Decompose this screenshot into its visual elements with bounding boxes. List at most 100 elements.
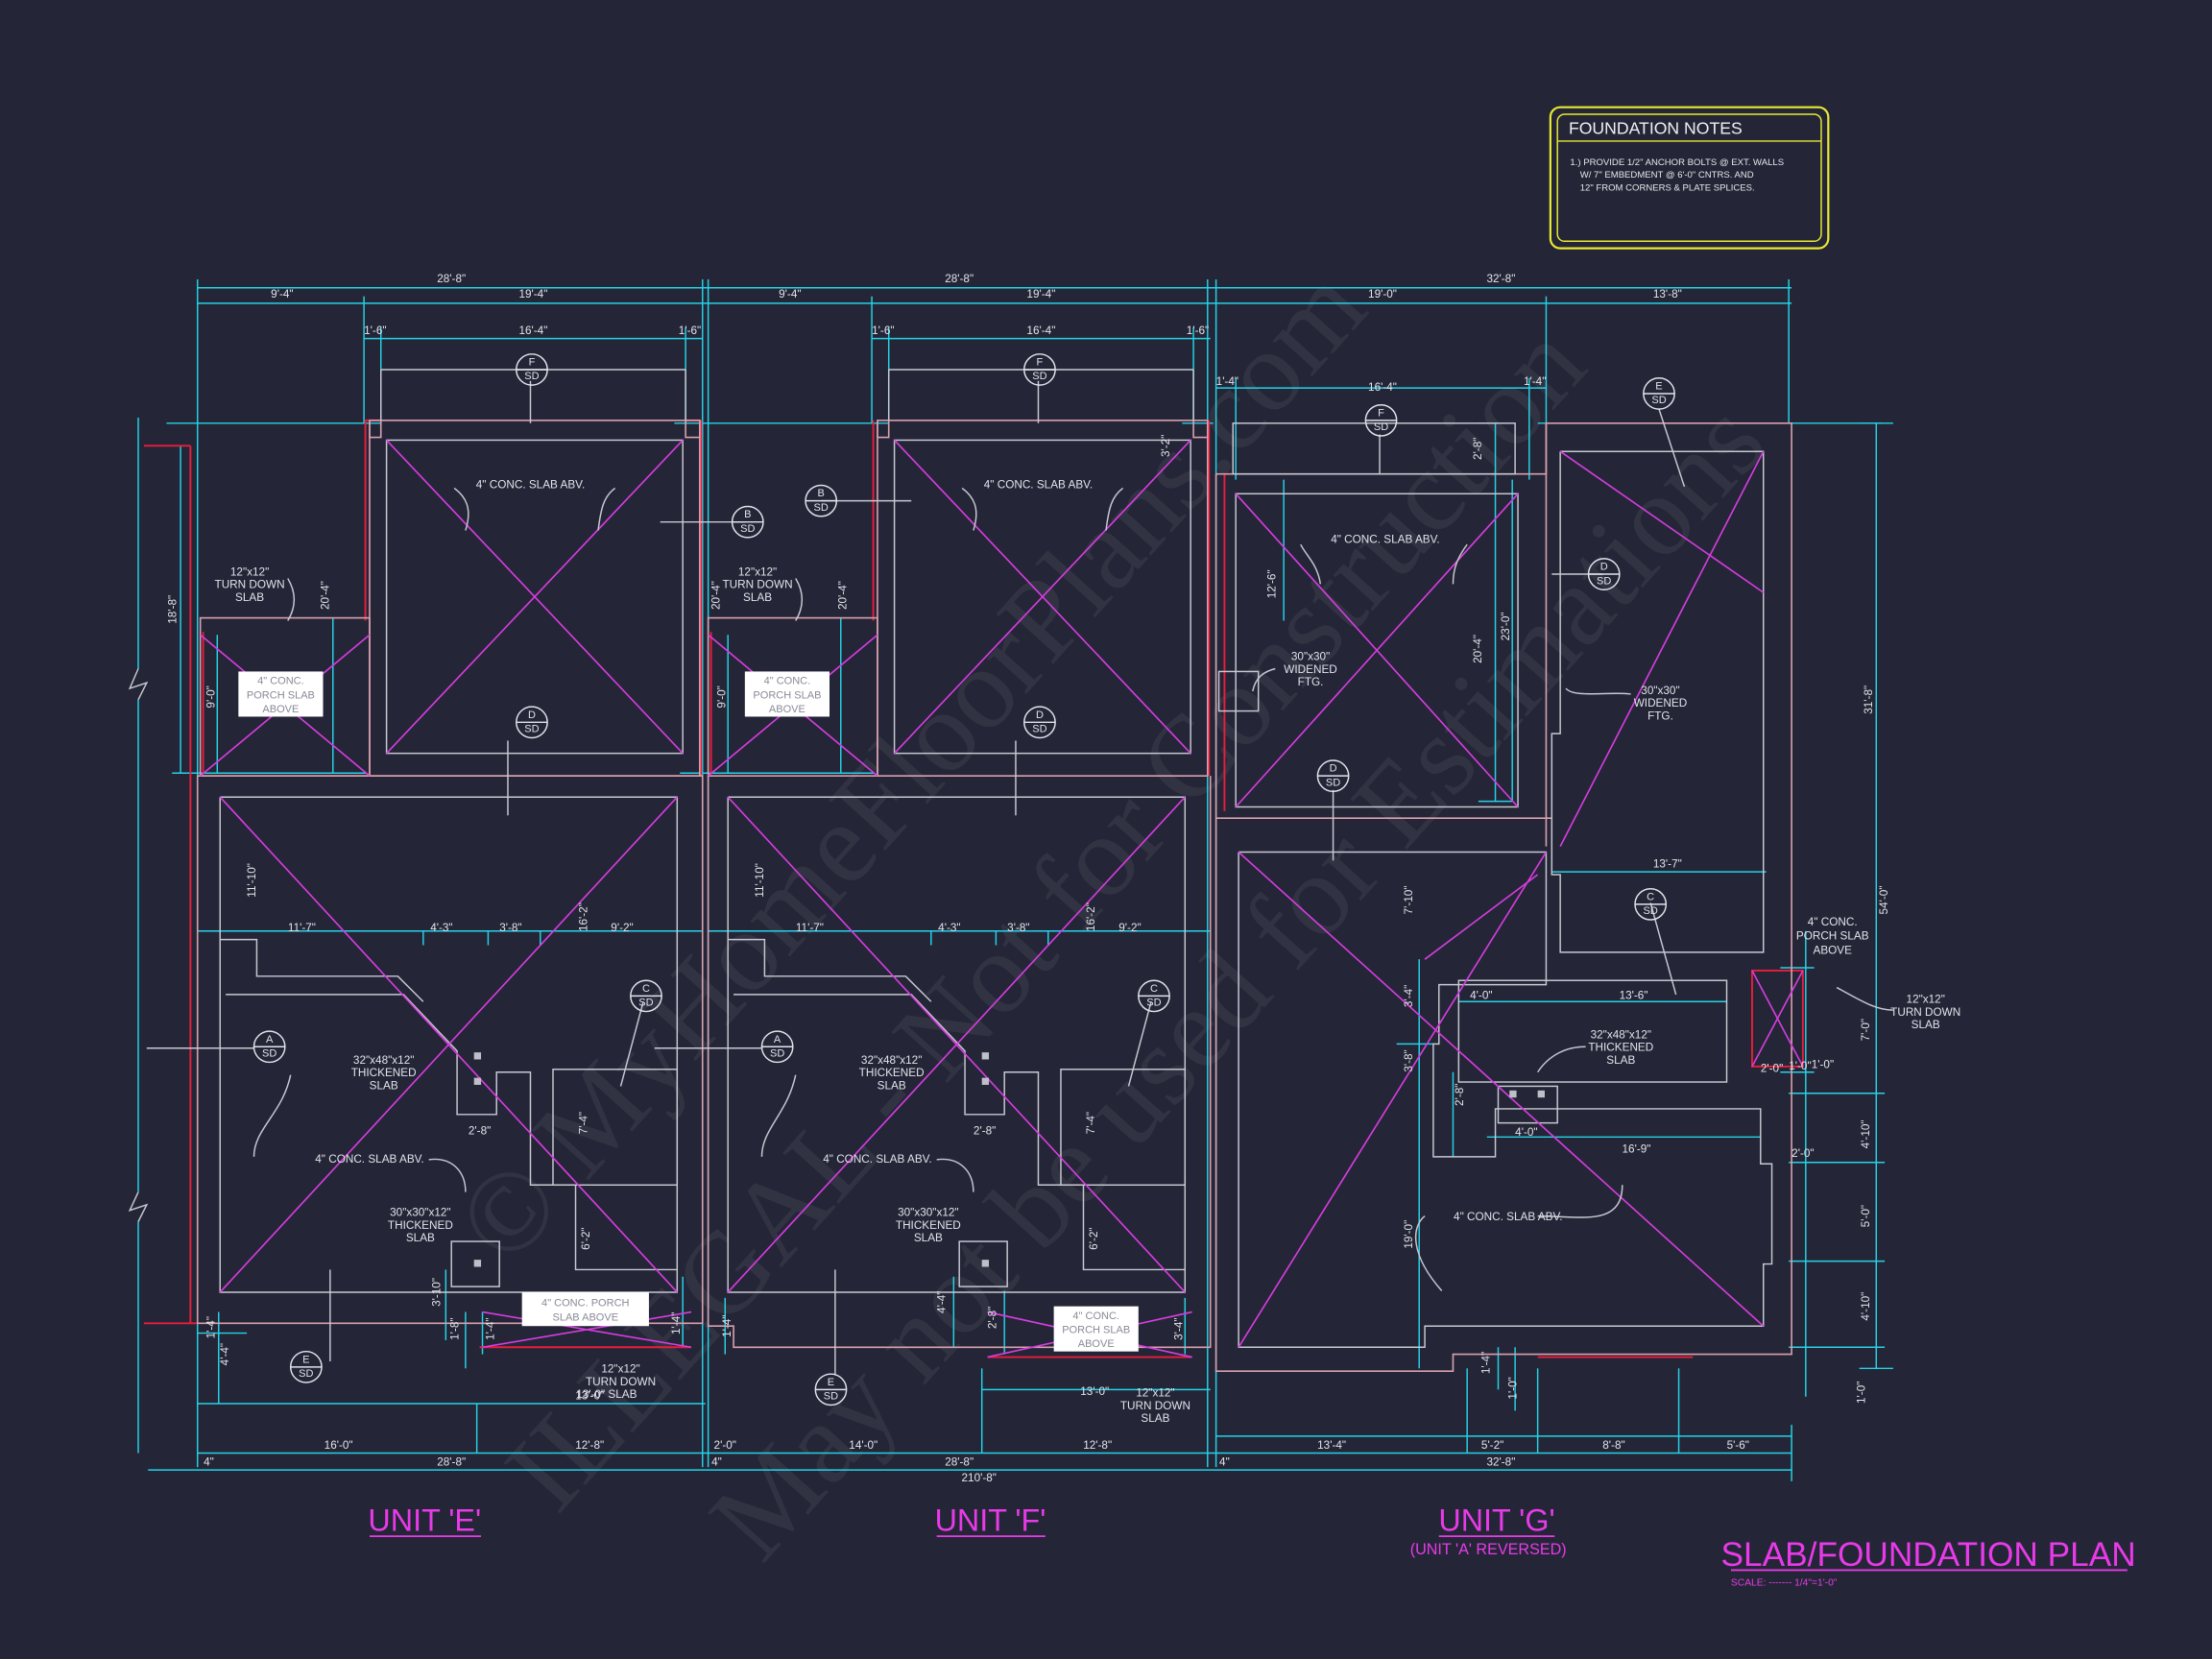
section-letter: E xyxy=(828,1377,834,1388)
dim-text: 11'-10" xyxy=(754,863,766,898)
section-sheet: SD xyxy=(1146,998,1161,1009)
turn-down-note: TURN DOWN xyxy=(1890,1006,1960,1019)
dim-text: 3'-4" xyxy=(1403,985,1415,1007)
porch-label: 4" CONC. xyxy=(1072,1310,1119,1322)
dim-text: 2'-8" xyxy=(1454,1084,1466,1106)
widened-footing-note: 30"x30" xyxy=(1641,685,1679,697)
dim-text: 9'-2" xyxy=(611,922,633,934)
dim-text: 1'-6" xyxy=(364,325,386,337)
section-sheet: SD xyxy=(1326,777,1340,788)
dim-text: 3'-2" xyxy=(1160,435,1172,457)
section-letter: B xyxy=(744,509,751,520)
section-marker-b-e xyxy=(731,505,764,539)
dim-text: 16'-9" xyxy=(1623,1142,1651,1155)
section-letter: F xyxy=(529,357,536,369)
porch-label: PORCH SLAB xyxy=(247,689,315,701)
dim-text: 9'-0" xyxy=(715,685,728,708)
thickened-slab-note: THICKENED xyxy=(896,1219,961,1232)
dim-text: 7'-0" xyxy=(1860,1019,1872,1041)
dim-text: 2'-0" xyxy=(1761,1063,1783,1075)
dim-text: 4'-10" xyxy=(1860,1292,1872,1321)
slab-note: 4" CONC. SLAB ABV. xyxy=(1331,534,1439,546)
thickened-slab-note: 32"x48"x12" xyxy=(1591,1028,1651,1041)
section-sheet: SD xyxy=(1032,371,1046,382)
dim-text: 28'-8" xyxy=(437,273,466,285)
leader-arrows xyxy=(146,380,1686,1376)
porch-label: ABOVE xyxy=(262,704,299,715)
turn-down-note: 12"x12" xyxy=(230,566,269,579)
dim-text: 210'-8" xyxy=(962,1472,997,1484)
section-marker-f-e xyxy=(516,353,548,386)
plan-scale: SCALE: ------- 1/4"=1'-0" xyxy=(1731,1578,1838,1589)
leaders xyxy=(252,487,1893,1291)
dim-text: 9'-0" xyxy=(204,685,217,708)
section-sheet: SD xyxy=(262,1048,276,1060)
dim-text: 23'-0" xyxy=(1500,612,1512,640)
dim-text: 19'-0" xyxy=(1403,1220,1415,1249)
thickened-slab-markers xyxy=(473,1052,1545,1267)
dim-text: 3'-8" xyxy=(1403,1049,1415,1071)
section-sheet: SD xyxy=(770,1048,784,1060)
section-letter: B xyxy=(818,488,825,499)
turn-down-note: 13'-0" SLAB xyxy=(576,1388,637,1401)
section-sheet: SD xyxy=(1644,905,1658,917)
section-letter: C xyxy=(1150,983,1158,995)
section-letter: F xyxy=(1037,357,1044,369)
porch-label: 4" CONC. xyxy=(257,676,304,687)
thickened-slab-note: 32"x48"x12" xyxy=(353,1054,414,1067)
dim-text: 16'-4" xyxy=(1026,325,1055,337)
dim-text: 13'-6" xyxy=(1620,989,1648,1001)
dim-text: 4'-0" xyxy=(1470,989,1492,1001)
dim-text: 4" xyxy=(1219,1456,1230,1469)
dim-text: 16'-0" xyxy=(325,1439,353,1452)
dim-text: 1'-4" xyxy=(670,1312,683,1334)
section-letter: D xyxy=(1600,562,1608,573)
turn-down-note: SLAB xyxy=(1911,1019,1940,1031)
section-letter: A xyxy=(774,1034,781,1046)
dim-text: 1'-0" xyxy=(1856,1382,1868,1404)
dim-text: 16'-2" xyxy=(577,902,589,931)
section-letter: A xyxy=(266,1034,274,1046)
porch-label: 4" CONC. xyxy=(764,676,811,687)
dimension-text-inner: 11'-7" 4'-3" 3'-8" 9'-2" 2'-8" 11'-7" 4'… xyxy=(288,858,1834,1160)
plan-title-block: SLAB/FOUNDATION PLAN SCALE: ------- 1/4"… xyxy=(1721,1536,2136,1589)
dim-text: 1'-6" xyxy=(679,325,701,337)
section-marker-c-f xyxy=(1138,979,1170,1013)
dim-text: 1'-6" xyxy=(872,325,894,337)
dim-text: 28'-8" xyxy=(945,273,974,285)
slab-edge-red xyxy=(143,419,1804,1358)
dim-text: 1'-6" xyxy=(1187,325,1209,337)
thickened-slab-note: THICKENED xyxy=(351,1067,417,1079)
dim-text: 2'-8" xyxy=(974,1124,996,1137)
dim-text: 14'-0" xyxy=(849,1439,878,1452)
section-marker-e-e xyxy=(289,1350,323,1383)
thickened-slab-note: SLAB xyxy=(406,1232,435,1244)
dimension-text-top: 28'-8" 9'-4" 19'-4" 28'-8" 9'-4" 19'-4" … xyxy=(271,273,1682,394)
section-sheet: SD xyxy=(1651,395,1666,406)
dim-text: 1'-4" xyxy=(484,1317,496,1339)
slab-note: 4" CONC. SLAB ABV. xyxy=(823,1153,931,1166)
dim-text: 16'-4" xyxy=(518,325,547,337)
dim-text: 2'-8" xyxy=(469,1124,491,1137)
dim-text: 1'-4" xyxy=(1480,1352,1493,1374)
thickened-slab-note: SLAB xyxy=(370,1079,398,1092)
porch-label-boxes xyxy=(238,671,1139,1352)
widened-footing-note: WIDENED xyxy=(1284,663,1337,676)
section-letter: F xyxy=(1378,407,1384,419)
porch-note-g: 4" CONC. xyxy=(1808,916,1858,928)
dim-text: 5'-2" xyxy=(1481,1439,1503,1452)
section-sheet: SD xyxy=(824,1391,838,1403)
section-marker-d-f xyxy=(1023,706,1056,739)
dim-text: 1'-0" xyxy=(1812,1058,1834,1070)
section-marker-labels: FSD FSD FSD ESD BSD BSD DSD DSD DSD DSD … xyxy=(262,357,1667,1403)
thickened-slab-note: SLAB xyxy=(1606,1054,1635,1067)
section-sheet: SD xyxy=(1374,421,1388,433)
section-sheet: SD xyxy=(814,502,829,514)
dim-text: 9'-2" xyxy=(1118,922,1141,934)
widened-footing-note: WIDENED xyxy=(1634,697,1688,709)
section-sheet: SD xyxy=(524,724,539,735)
dimension-text-bottom: 16'-0" 12'-8" 28'-8" 4" 13'-0" 2'-0" 14'… xyxy=(204,1385,1749,1484)
section-marker-d-e xyxy=(516,706,548,739)
dim-text: 6'-2" xyxy=(1088,1227,1100,1249)
break-symbol xyxy=(128,668,149,1222)
